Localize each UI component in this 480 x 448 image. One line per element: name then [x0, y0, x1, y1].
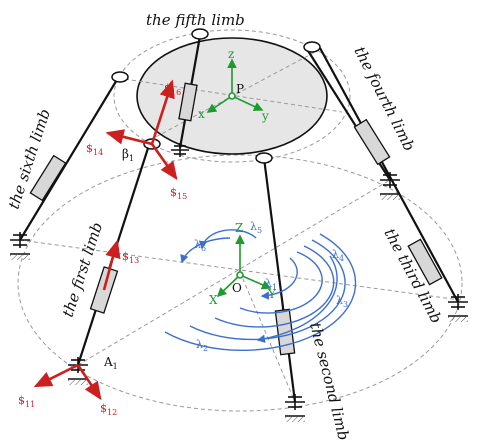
screw-15-label: $15	[170, 186, 187, 201]
screw-12-label: $12	[100, 402, 117, 417]
base-y-axis	[239, 274, 272, 290]
lambda-3-label: λ3	[336, 294, 348, 309]
lambda-arc-2	[239, 251, 323, 314]
screw-arrows	[33, 79, 178, 401]
limb-4-actuator	[353, 118, 391, 166]
base-ellipse	[17, 154, 463, 412]
lambda-arc-3	[214, 245, 335, 328]
limb-5-actuator	[178, 82, 198, 122]
point-a1-label: A1	[103, 355, 118, 371]
limb-6-line	[19, 77, 119, 241]
lambda-arc-1	[260, 257, 298, 300]
limb-2-actuator	[274, 308, 296, 356]
base-joint-limb-3	[448, 294, 468, 322]
base-diagonal-2	[77, 179, 391, 366]
screw-14-label: $14	[86, 142, 103, 157]
base-joint-limb-2	[285, 394, 305, 422]
screw-11-label: $11	[18, 394, 35, 409]
platform-x-label: x	[198, 107, 205, 121]
platform-origin-dot	[228, 92, 236, 100]
base-frame	[216, 234, 272, 298]
base-z-label: Z	[235, 221, 243, 235]
platform-x-axis	[206, 95, 233, 113]
platform-z-label: z	[228, 47, 234, 61]
base-diagonal-3	[239, 271, 296, 403]
platform-outer-dashed-ellipse	[113, 29, 351, 163]
base-joint-limb-5	[171, 143, 189, 157]
limb-label-second: the second limb	[306, 321, 353, 443]
screw-16-label: $16	[164, 82, 181, 97]
limb-label-fifth: the fifth limb	[146, 11, 245, 29]
base-joint-limb-4	[380, 172, 400, 200]
lambda-5-label: λ5	[250, 220, 262, 235]
lambda-6-label: λ6	[194, 238, 206, 253]
joint-limb-6	[111, 71, 129, 83]
limb-3-actuator	[407, 238, 443, 286]
base-joint-limb-6	[10, 232, 30, 260]
base-x-axis	[216, 274, 241, 298]
joint-limb-2	[255, 152, 273, 164]
platform-y-label: y	[261, 109, 269, 123]
base-origin-label: O	[232, 281, 242, 295]
lambda-2-label: λ2	[196, 338, 208, 353]
limb-6-actuator	[29, 154, 67, 202]
base-construction	[17, 154, 463, 412]
lambda-1-label: λ1	[265, 277, 277, 292]
platform-y-axis	[231, 95, 264, 111]
screw-11-arrow	[33, 363, 79, 388]
point-beta1-label: β1	[122, 147, 134, 163]
joint-limb-5	[191, 28, 209, 40]
screw-16-arrow	[150, 79, 175, 145]
base-origin-dot	[236, 271, 244, 279]
limb-2-line	[262, 157, 297, 403]
screw-15-arrow	[150, 143, 178, 181]
joint-limb-4	[303, 41, 321, 53]
screw-13-arrow	[102, 239, 121, 291]
screw-13-label: $13	[122, 250, 139, 265]
lambda-arc-4	[189, 239, 346, 341]
platform-joints	[111, 28, 321, 164]
lambda-4-label: λ4	[332, 248, 344, 263]
lambda-6-arc	[180, 237, 231, 264]
platform-origin-label: P	[236, 82, 244, 96]
screw-12-arrow	[76, 364, 102, 401]
screw-14-arrow	[105, 129, 153, 146]
lambda-arc-5	[164, 233, 357, 352]
platform-frame	[206, 58, 264, 113]
lambda-arcs	[164, 229, 357, 352]
lambda-5-arc	[198, 229, 257, 250]
base-y-label: Y	[267, 287, 277, 301]
lambda-arc-6	[256, 255, 338, 343]
base-x-label: X	[209, 293, 218, 307]
